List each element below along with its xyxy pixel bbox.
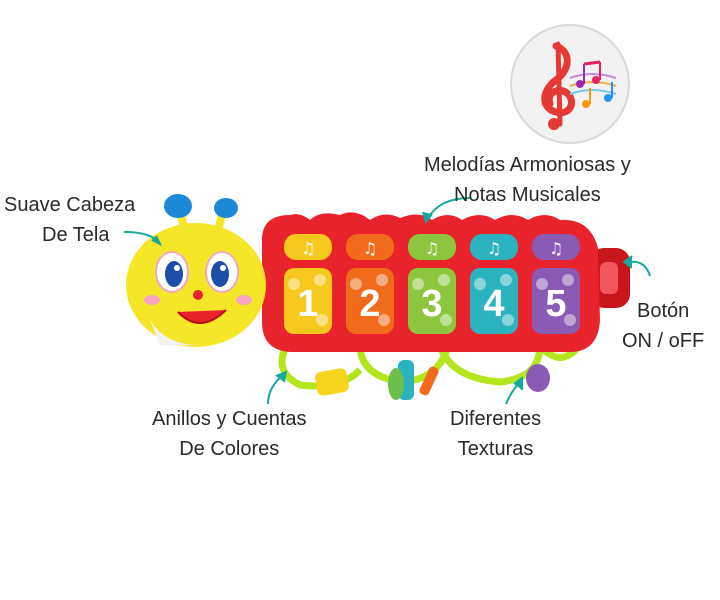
- note-key-1[interactable]: [284, 234, 332, 260]
- key-dot: [314, 274, 326, 286]
- callout-rings-line1: Anillos y Cuentas: [152, 408, 307, 430]
- caterpillar-head: [126, 194, 266, 347]
- callout-power-line2: ON / oFF: [622, 330, 705, 352]
- key-number-4: 4: [483, 283, 504, 325]
- key-dot: [562, 274, 574, 286]
- keys-group: ♫ 1 ♫ 2 ♫ 3 ♫ 4 ♫ 5: [284, 234, 580, 334]
- key-dot: [438, 274, 450, 286]
- music-note-icon: ♫: [549, 239, 563, 258]
- note-key-5[interactable]: [532, 234, 580, 260]
- callout-power: Botón ON / oFF: [622, 296, 704, 356]
- callout-textures: Diferentes Texturas: [450, 404, 541, 464]
- key-dot: [536, 278, 548, 290]
- key-number-5: 5: [545, 283, 566, 325]
- key-dot: [350, 278, 362, 290]
- key-number-2: 2: [359, 283, 380, 325]
- music-notes-badge: [510, 24, 630, 144]
- number-key-5[interactable]: [532, 268, 580, 334]
- note-key-2[interactable]: [346, 234, 394, 260]
- number-key-3[interactable]: [408, 268, 456, 334]
- callout-melodies-line1: Melodías Armoniosas y: [424, 154, 631, 176]
- key-dot: [502, 314, 514, 326]
- note-key-4[interactable]: [470, 234, 518, 260]
- arrow-power: [629, 260, 651, 277]
- callout-textures-line2: Texturas: [457, 438, 534, 460]
- number-key-4[interactable]: [470, 268, 518, 334]
- key-dot: [412, 278, 424, 290]
- callout-head-line2: De Tela: [42, 224, 110, 246]
- music-note-icon: ♫: [301, 239, 315, 258]
- key-dot: [288, 278, 300, 290]
- callout-power-line1: Botón: [636, 300, 690, 322]
- music-note-icon: ♫: [487, 239, 501, 258]
- beads: [315, 360, 550, 400]
- key-dot: [564, 314, 576, 326]
- callout-textures-line1: Diferentes: [450, 408, 542, 430]
- key-dot: [316, 314, 328, 326]
- callout-melodies-line2: Notas Musicales: [454, 184, 601, 206]
- number-key-2[interactable]: [346, 268, 394, 334]
- key-dot: [500, 274, 512, 286]
- key-dot: [378, 314, 390, 326]
- callout-melodies: Melodías Armoniosas y Notas Musicales: [424, 150, 631, 210]
- key-number-1: 1: [297, 283, 318, 325]
- antenna-right: [214, 198, 238, 218]
- callout-head-line1: Suave Cabeza: [4, 194, 136, 216]
- music-note-icon: ♫: [363, 239, 377, 258]
- callout-rings: Anillos y Cuentas De Colores: [152, 404, 307, 464]
- antenna-left: [164, 194, 192, 218]
- callout-arrows: [123, 197, 651, 405]
- callout-head: Suave Cabeza De Tela: [4, 190, 135, 250]
- key-dot: [440, 314, 452, 326]
- number-key-1[interactable]: [284, 268, 332, 334]
- note-key-3[interactable]: [408, 234, 456, 260]
- key-dot: [474, 278, 486, 290]
- key-number-3: 3: [421, 283, 442, 325]
- arrow-rings: [267, 375, 283, 405]
- music-notes-icon: [541, 41, 617, 130]
- music-note-icon: ♫: [425, 239, 439, 258]
- callout-rings-line2: De Colores: [179, 438, 280, 460]
- key-dot: [376, 274, 388, 286]
